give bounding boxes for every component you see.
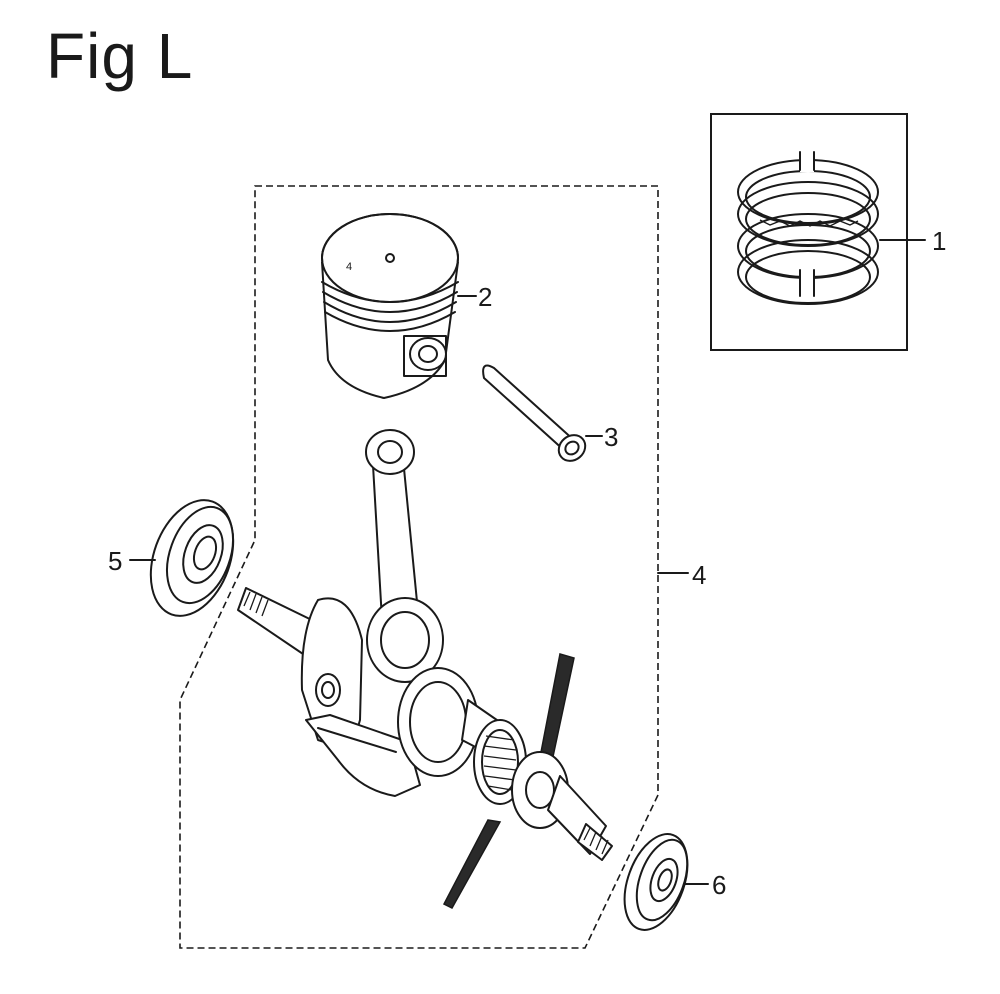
piston-ring-set-icon: [737, 150, 879, 305]
piston-icon: 4: [321, 213, 459, 399]
crankshaft-assembly-icon: [237, 429, 613, 909]
piston-ring-set-frame: [710, 113, 908, 351]
crankshaft-assembly-boundary: [179, 185, 659, 949]
figure-title: Fig L: [46, 20, 194, 92]
callout-2: 2: [478, 282, 492, 312]
oil-seal-icon: [149, 499, 235, 617]
callout-3: 3: [604, 422, 618, 452]
callout-5: 5: [108, 546, 122, 576]
piston-pin-icon: [482, 364, 587, 462]
oil-seal-icon: [623, 833, 689, 931]
svg-text:4: 4: [346, 261, 352, 273]
piston-ring-set-group: 1: [710, 113, 946, 351]
callout-4: 4: [692, 560, 706, 590]
callout-1: 1: [932, 226, 946, 256]
callout-6: 6: [712, 870, 726, 900]
